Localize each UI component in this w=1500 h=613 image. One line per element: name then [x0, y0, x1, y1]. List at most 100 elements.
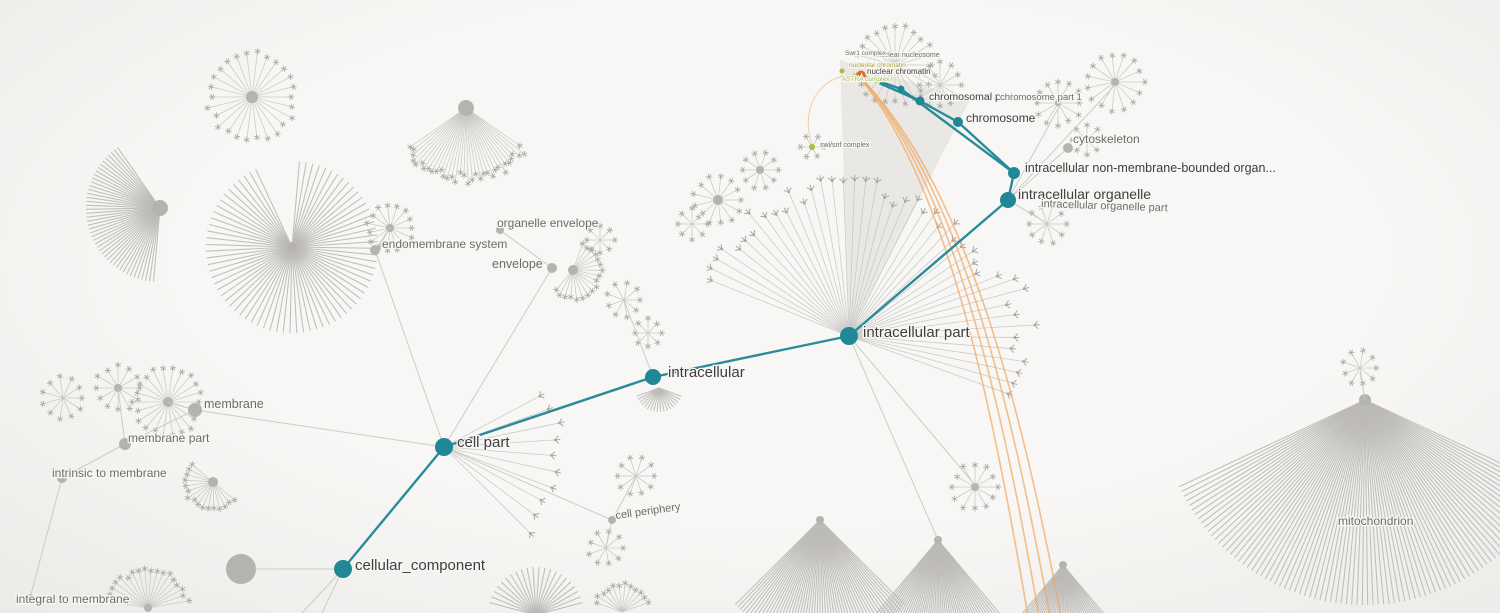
label-intracellular-organelle-part[interactable]: intracellular organelle part [1040, 197, 1169, 216]
node-cell-part[interactable] [435, 438, 453, 456]
fan-hub-node[interactable] [816, 516, 824, 524]
graph-edge [443, 446, 613, 521]
fan-hub-node[interactable] [1111, 78, 1119, 86]
node-astra-complex[interactable] [839, 68, 845, 74]
gray-node[interactable] [547, 263, 557, 273]
label-swi-snf-complex[interactable]: swi/snf complex [819, 141, 871, 151]
node-chromatin[interactable] [897, 85, 905, 93]
fan-cluster [443, 391, 565, 539]
orange-relation-edge [862, 79, 1062, 613]
fan-hub-node[interactable] [144, 604, 152, 612]
label-chromosome[interactable]: chromosome [965, 110, 1037, 127]
graph-edge [29, 477, 63, 599]
highlighted-path-edge [859, 73, 903, 91]
label-intracellular-part[interactable]: intracellular part [862, 323, 972, 343]
label-nucleolar-chromatin[interactable]: nucleolar chromatin [848, 61, 908, 71]
edges-layer [29, 84, 1366, 613]
gray-node[interactable] [608, 516, 616, 524]
gray-node[interactable] [57, 473, 67, 483]
node-intracellular[interactable] [645, 369, 661, 385]
gray-node[interactable] [496, 226, 504, 234]
label-organelle-envelope[interactable]: organelle envelope [496, 215, 600, 232]
fan-hub-node[interactable] [756, 166, 764, 174]
fan-hub-node[interactable] [1055, 100, 1061, 106]
fans-layer [39, 22, 1500, 613]
node-intracellular-organelle[interactable] [1000, 192, 1016, 208]
node-intracellular-non-membrane-bounded-organelle[interactable] [1008, 167, 1020, 179]
graph-edge [611, 475, 637, 521]
node-green-small[interactable] [847, 78, 851, 82]
label-cell-periphery[interactable]: cell periphery [613, 500, 682, 524]
graph-edge [499, 229, 553, 269]
fan-hub-node[interactable] [568, 265, 578, 275]
graph-edge [374, 249, 445, 448]
label-integral-to-membrane[interactable]: integral to membrane [15, 591, 131, 608]
orange-layer [807, 74, 1062, 613]
label-membrane[interactable]: membrane [203, 396, 265, 413]
fan-cluster [1084, 52, 1149, 115]
gray-node[interactable] [370, 245, 380, 255]
gray-node[interactable] [1063, 143, 1073, 153]
node-swi-snf-complex[interactable] [809, 144, 815, 150]
fan-hub-node[interactable] [971, 483, 979, 491]
fan-cluster [553, 240, 606, 303]
gray-node[interactable] [26, 594, 34, 602]
fan-hub-node[interactable] [208, 477, 218, 487]
node-chromosome[interactable] [953, 117, 963, 127]
graph-edge [1007, 104, 1061, 201]
node-chromosomal-part[interactable] [915, 96, 925, 106]
node-nuclear-chromatin[interactable] [856, 70, 866, 80]
label-nuclear-nucleosome[interactable]: nuclear nucleosome [876, 51, 941, 61]
graph-edge [124, 409, 196, 445]
labels-layer: organelle envelope endomembrane system env… [15, 49, 1415, 608]
fan-cluster [916, 58, 965, 110]
node-intracellular-part[interactable] [840, 327, 858, 345]
fan-cluster [583, 222, 619, 257]
fan-cluster [593, 579, 652, 613]
orange-relation-edge [860, 77, 1040, 613]
graph-edge [194, 409, 445, 448]
graph-edge [848, 335, 939, 541]
fan-cluster [106, 565, 193, 612]
fan-cluster [850, 22, 939, 107]
fan-hub-node[interactable] [152, 200, 168, 216]
label-astra-complex[interactable]: ASTRA complex [841, 75, 892, 85]
fan-cluster [204, 48, 297, 143]
nodes-layer [334, 68, 1020, 578]
highlighted-path-edge [918, 99, 960, 124]
fan-cluster [1068, 121, 1104, 158]
gray-node[interactable] [188, 403, 202, 417]
label-membrane-part[interactable]: membrane part [127, 430, 212, 447]
label-cytoskeleton[interactable]: cytoskeleton [1072, 131, 1141, 148]
label-nuclear-chromatin[interactable]: nuclear chromatin [866, 66, 932, 78]
label-intracellular[interactable]: intracellular [667, 363, 746, 383]
label-chromosomal-part[interactable]: chromosomal part [928, 90, 1015, 105]
fan-cluster [604, 279, 644, 321]
fan-hub-node[interactable] [458, 100, 474, 116]
fan-cluster [1340, 347, 1380, 387]
label-endomembrane-system[interactable]: endomembrane system [381, 236, 509, 253]
node-cellular-component[interactable] [334, 560, 352, 578]
fan-hub-node[interactable] [713, 195, 723, 205]
fan-cluster [1178, 394, 1500, 605]
label-intracellular-organelle[interactable]: intracellular organelle [1017, 185, 1153, 204]
fan-cluster [86, 147, 168, 282]
label-cellular-component[interactable]: cellular_component [354, 556, 487, 576]
gray-node[interactable] [226, 554, 256, 584]
fan-hub-node[interactable] [246, 91, 258, 103]
graph-edge [1007, 147, 1069, 201]
label-mitochondrion[interactable]: mitochondrion [1337, 513, 1415, 530]
label-cell-part[interactable]: cell part [456, 433, 512, 453]
label-swr1-complex[interactable]: Swr1 complex [844, 49, 888, 59]
fan-cluster [690, 173, 745, 226]
gray-node[interactable] [119, 438, 131, 450]
label-intracellular-non-membrane-bounded-organelle[interactable]: intracellular non-membrane-bounded organ… [1024, 160, 1277, 177]
fan-hub-node[interactable] [1059, 561, 1067, 569]
label-envelope[interactable]: envelope [491, 256, 544, 273]
label-chromosome-part[interactable]: chromosome part 1 [999, 91, 1083, 105]
fan-hub-node[interactable] [287, 242, 297, 252]
label-intrinsic-to-membrane[interactable]: intrinsic to membrane [51, 465, 169, 482]
fan-cluster [206, 161, 378, 333]
